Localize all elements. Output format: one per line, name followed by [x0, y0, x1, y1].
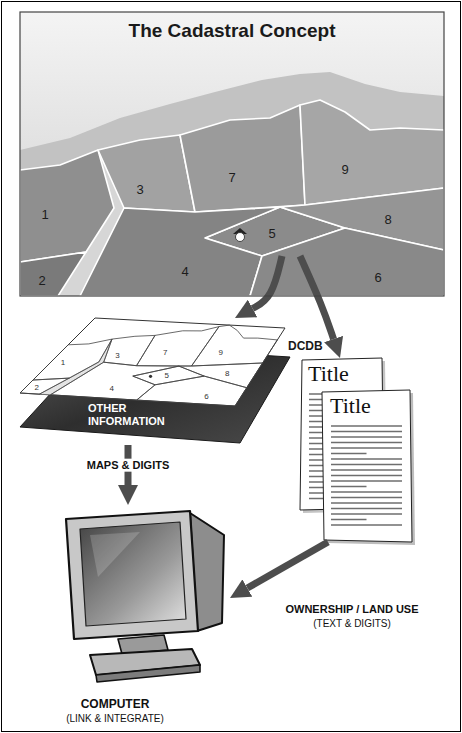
parcel-number: 4: [181, 265, 188, 280]
parcel-outline: [20, 150, 114, 262]
computer: COMPUTER(LINK & INTEGRATE): [40, 505, 230, 725]
parcel-number: 7: [228, 171, 235, 186]
text-line: [331, 491, 402, 493]
parcel-number: 2: [38, 274, 45, 289]
parcel-number: 3: [136, 183, 143, 198]
parcel-number: 1: [41, 208, 48, 223]
map-parcel-number: 8: [225, 370, 229, 379]
text-line: [331, 469, 402, 471]
text-line: [331, 431, 402, 433]
monitor-base-front: [96, 665, 200, 682]
document-heading: Title: [308, 361, 349, 386]
map-house: [149, 375, 152, 378]
text-line: [331, 480, 402, 482]
map-parcel-number: 1: [61, 358, 65, 367]
text-line: [331, 486, 367, 488]
node-shape: [80, 207, 280, 296]
map-parcel-number: 7: [163, 349, 167, 358]
land-parcel: 2: [20, 252, 86, 296]
map-parcel: [20, 378, 69, 394]
monitor-screen: [80, 522, 186, 626]
caption-subheading: (TEXT & DIGITS): [313, 618, 391, 630]
diagram-title: The Cadastral Concept: [20, 20, 444, 42]
text-line: [331, 502, 402, 504]
parcel-outline: [98, 135, 195, 212]
connector-label: MAPS & DIGITS: [85, 459, 172, 472]
panel-border: [20, 12, 444, 296]
layer-label: OTHER INFORMATION: [88, 402, 178, 428]
land-parcel: 9: [300, 100, 444, 205]
text-line: [331, 513, 402, 515]
map-parcel-number: 3: [115, 351, 119, 360]
parcel-outline: [20, 252, 86, 296]
parcel-number: 8: [384, 213, 391, 228]
land-parcel: 1: [20, 150, 114, 262]
layer-sheet: [20, 345, 290, 443]
screen-glare: [90, 532, 140, 577]
text-line: [331, 436, 402, 438]
text-line: [331, 524, 402, 526]
map-parcel: [133, 366, 204, 385]
title-document: Title: [322, 390, 412, 542]
land-parcel: 3: [98, 135, 195, 212]
parcel-number: 9: [341, 163, 348, 178]
parcel-number: 5: [268, 227, 275, 242]
land-parcel: 7: [180, 105, 305, 212]
parcel-outline: [250, 228, 444, 296]
parcel-outline: [80, 207, 280, 296]
flow-arrow: [247, 542, 328, 588]
node-shape: [98, 135, 195, 212]
text-line: [331, 458, 402, 460]
layer-label: DCDB: [288, 340, 323, 354]
parcel-outline: [300, 100, 444, 205]
parcel-outline: [180, 105, 305, 212]
map-road: [39, 339, 112, 395]
far-mountains: [20, 72, 444, 296]
caption-heading: OWNERSHIP / LAND USE: [285, 603, 418, 616]
text-line: [331, 447, 402, 449]
map-parcel: [33, 339, 112, 380]
text-line: [331, 508, 402, 510]
node-shape: [40, 505, 230, 725]
map-parcel: [137, 376, 247, 406]
text-line: [331, 442, 402, 444]
map-parcel-number: 5: [165, 372, 169, 381]
component-sublabel: (LINK & INTEGRATE): [40, 713, 190, 725]
text-line: [331, 425, 402, 427]
land-parcel: 4: [80, 207, 280, 296]
text-line: [331, 475, 402, 477]
sky: [20, 12, 444, 296]
node-shape: [300, 100, 444, 205]
map-parcel: [104, 335, 155, 365]
map-parcel-number: 9: [218, 349, 222, 358]
component-label: COMPUTER: [40, 698, 190, 712]
text-line: [331, 497, 402, 499]
parcel-number: 6: [374, 271, 381, 286]
map-parcel: [192, 325, 278, 366]
node-shape: [20, 252, 86, 296]
monitor-bezel: [66, 511, 198, 639]
text-line: [331, 453, 367, 455]
node-shape: [180, 105, 305, 212]
text-line: [331, 464, 402, 466]
map-parcel-number: 6: [204, 392, 208, 401]
node-shape: [20, 150, 114, 262]
map-parcel-number: 2: [35, 383, 39, 392]
map-parcel: [50, 362, 179, 400]
map-parcel: [137, 327, 220, 366]
page-sheet: [322, 390, 412, 542]
text-line: [331, 519, 367, 521]
document-heading: Title: [330, 393, 371, 418]
map-parcel-number: 4: [109, 384, 113, 393]
